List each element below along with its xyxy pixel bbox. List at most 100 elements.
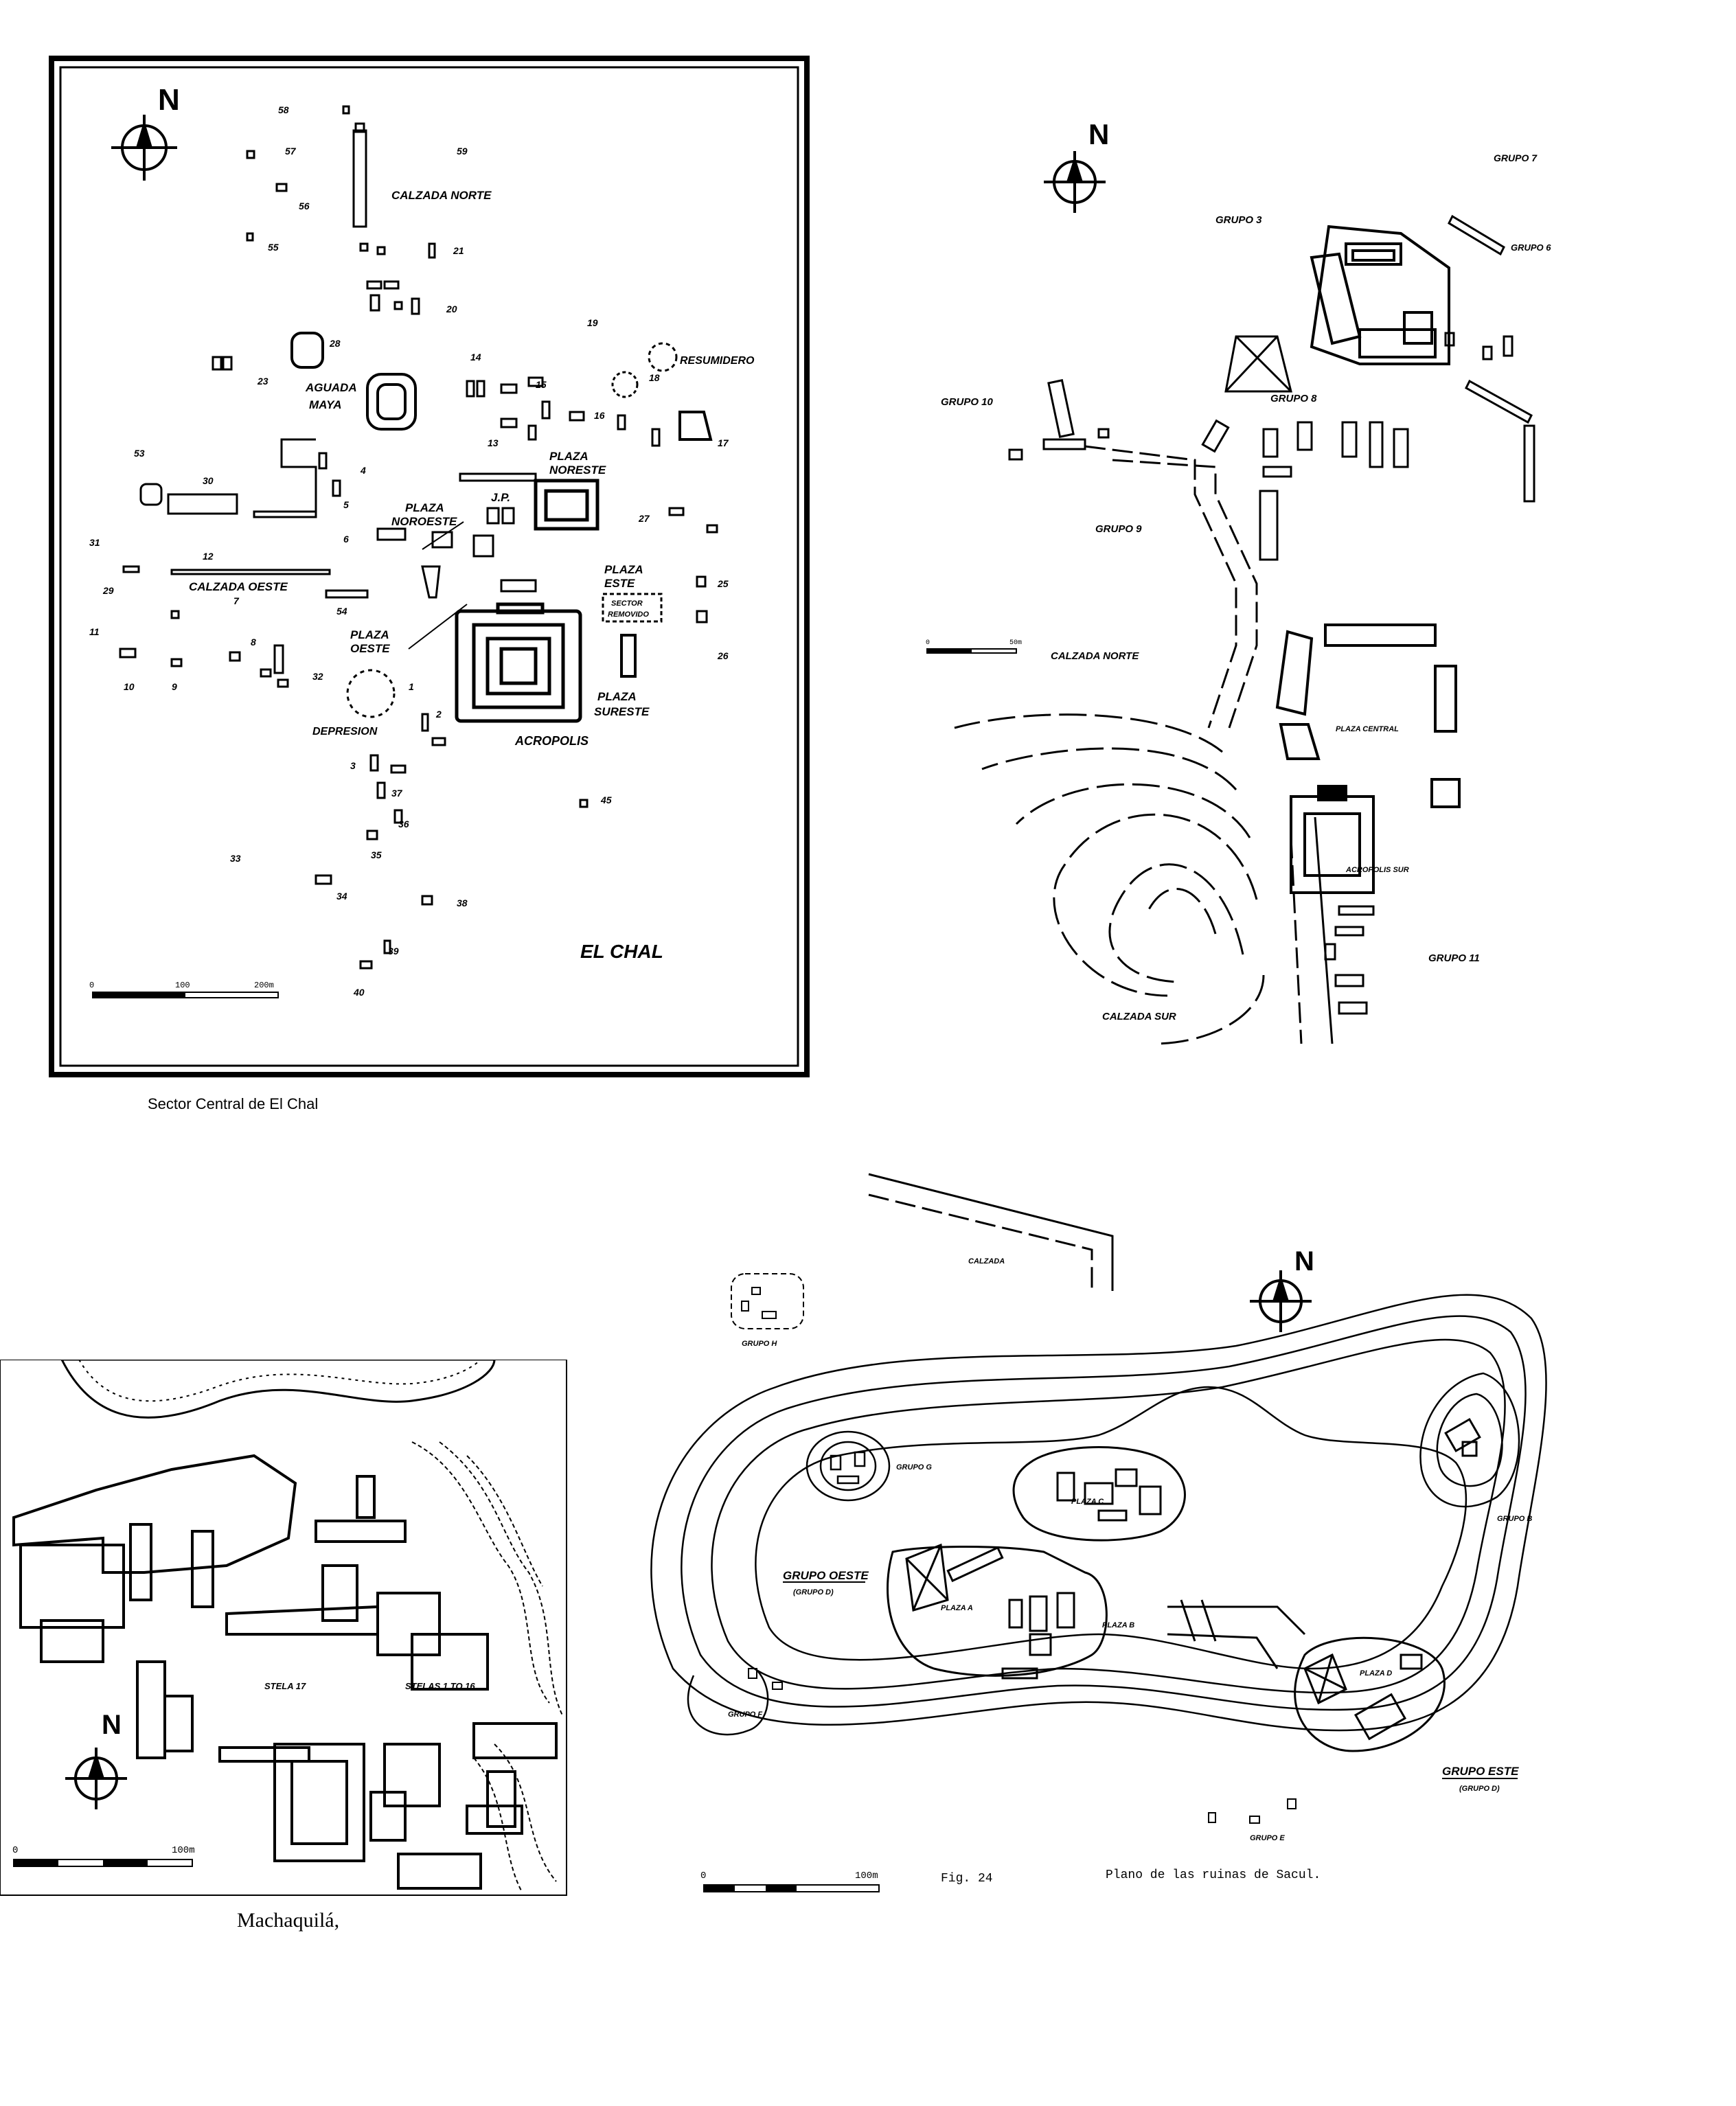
- grupo-f-structures: [748, 1668, 783, 1690]
- label-plaza-central: PLAZA CENTRAL: [1336, 725, 1399, 733]
- noreste-wall: [459, 472, 537, 482]
- label-grupo-oeste-sub: (GRUPO D): [793, 1588, 834, 1596]
- el-chal-caption: Sector Central de El Chal: [148, 1095, 319, 1112]
- label-maya: MAYA: [309, 398, 342, 411]
- svg-text:35: 35: [371, 849, 382, 860]
- plaza-noreste-building: [534, 479, 599, 531]
- calzada-norte-road: [352, 122, 367, 228]
- acropolis-complex: [455, 602, 582, 723]
- svg-text:36: 36: [398, 819, 409, 829]
- grupo-g: [806, 1430, 891, 1502]
- minor-structures: [119, 105, 718, 970]
- svg-text:23: 23: [257, 376, 269, 387]
- label-grupo8: GRUPO 8: [1270, 393, 1317, 404]
- grupo-e-structures: [1208, 1798, 1297, 1824]
- svg-text:3: 3: [350, 760, 356, 771]
- feature-28: [290, 332, 324, 369]
- svg-text:18: 18: [649, 372, 660, 383]
- svg-text:28: 28: [329, 338, 341, 349]
- sector-removido-box: [602, 593, 663, 623]
- svg-text:200m: 200m: [254, 981, 274, 990]
- causeway: [1167, 1599, 1306, 1669]
- svg-text:11: 11: [89, 626, 100, 637]
- svg-text:0: 0: [89, 981, 94, 990]
- grupo3-complex: [1310, 225, 1450, 365]
- label-plaza-noroeste-1: PLAZA: [405, 501, 444, 514]
- label-jp: J.P.: [491, 491, 510, 504]
- aguada-maya: [366, 373, 417, 431]
- grupo8-structures: [1201, 419, 1409, 561]
- label-calzada-sur: CALZADA SUR: [1102, 1011, 1176, 1022]
- svg-text:20: 20: [446, 304, 457, 314]
- resumidero-icon: [648, 342, 678, 372]
- scale-bar: 0 100m: [700, 1870, 880, 1892]
- label-plaza-noreste-1: PLAZA: [549, 450, 589, 463]
- label-grupo-g: GRUPO G: [896, 1463, 932, 1472]
- label-stela17: STELA 17: [264, 1681, 306, 1691]
- label-grupo-e: GRUPO E: [1250, 1834, 1285, 1842]
- label-grupo3: GRUPO 3: [1215, 214, 1262, 226]
- north-letter: N: [1294, 1246, 1314, 1277]
- label-plaza-c: PLAZA C: [1071, 1498, 1104, 1506]
- label-plaza-oeste-1: PLAZA: [350, 628, 389, 641]
- svg-text:27: 27: [638, 513, 650, 524]
- grupo-oeste: [887, 1543, 1108, 1680]
- label-depresion: DEPRESION: [312, 726, 378, 737]
- machaquila-caption: Machaquilá,: [237, 1909, 340, 1932]
- label-calzada-norte: CALZADA NORTE: [1051, 650, 1139, 662]
- grupo8-pyramid-icon: [1224, 335, 1292, 393]
- svg-text:56: 56: [299, 201, 310, 211]
- feature-18: [611, 371, 639, 398]
- svg-text:100: 100: [175, 981, 190, 990]
- label-calzada-norte: CALZADA NORTE: [391, 189, 492, 202]
- map-frame-inner: [59, 66, 799, 1067]
- label-plaza-este-2: ESTE: [604, 577, 635, 590]
- label-grupo-este-sub: (GRUPO D): [1459, 1785, 1500, 1793]
- svg-text:26: 26: [717, 650, 729, 661]
- svg-text:0: 0: [700, 1870, 706, 1881]
- label-grupo11: GRUPO 11: [1428, 952, 1480, 964]
- label-resumidero: RESUMIDERO: [680, 355, 755, 367]
- svg-text:45: 45: [600, 794, 612, 805]
- svg-text:40: 40: [353, 987, 365, 998]
- label-plaza-sureste-2: SURESTE: [594, 705, 650, 718]
- svg-text:17: 17: [718, 437, 729, 448]
- svg-text:37: 37: [391, 788, 403, 799]
- svg-text:53: 53: [134, 448, 145, 459]
- svg-text:13: 13: [488, 437, 499, 448]
- label-plaza-oeste-2: OESTE: [350, 642, 390, 655]
- svg-text:4: 4: [360, 465, 366, 476]
- svg-text:12: 12: [203, 551, 214, 562]
- svg-text:34: 34: [336, 891, 347, 902]
- svg-text:59: 59: [457, 146, 468, 157]
- label-plaza-noroeste-2: NOROESTE: [391, 515, 457, 528]
- svg-text:15: 15: [536, 379, 547, 390]
- scale-bar: 0 100m: [12, 1845, 195, 1867]
- jp-buildings: [376, 507, 537, 599]
- label-calzada: CALZADA: [968, 1257, 1005, 1266]
- north-letter: N: [158, 83, 180, 117]
- river-texture: [78, 1360, 481, 1402]
- svg-text:2: 2: [435, 709, 442, 720]
- machaquila-map: STELA 17 STELAS 1 TO 16 N 0 100m: [0, 1360, 577, 1902]
- plaza-noroeste-leader: [422, 521, 464, 550]
- label-plaza-sureste-1: PLAZA: [597, 690, 637, 703]
- feature-17: [678, 411, 713, 441]
- label-grupo9: GRUPO 9: [1095, 523, 1142, 535]
- sacul-map-svg: CALZADA GRUPO H N GRUPO G PLAZA C: [650, 1173, 1547, 1892]
- svg-text:10: 10: [124, 681, 135, 692]
- label-calzada-oeste: CALZADA OESTE: [189, 580, 288, 593]
- fig-number: Fig. 24: [941, 1872, 993, 1886]
- sacul-map: CALZADA GRUPO H N GRUPO G PLAZA C: [618, 1160, 1566, 1902]
- label-grupo-f: GRUPO F: [728, 1710, 762, 1719]
- calzada-road: [868, 1173, 1114, 1291]
- label-plaza-b: PLAZA B: [1102, 1621, 1134, 1629]
- label-grupo-b: GRUPO B: [1497, 1515, 1532, 1523]
- svg-text:8: 8: [251, 637, 256, 648]
- north-arrow-icon: [111, 115, 177, 181]
- terrain-contours: [411, 1441, 564, 1892]
- north-letter: N: [1088, 118, 1109, 150]
- svg-text:100m: 100m: [855, 1870, 878, 1881]
- svg-text:7: 7: [233, 595, 240, 606]
- label-plaza-d: PLAZA D: [1360, 1669, 1392, 1678]
